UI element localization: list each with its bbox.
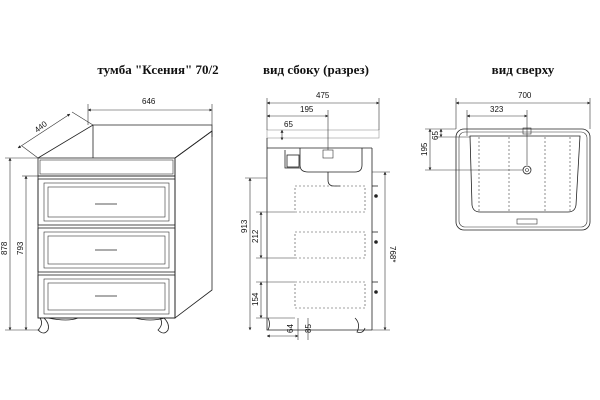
leg-right-front: [157, 317, 169, 334]
dim-front-body-height: 793: [16, 241, 25, 255]
dim-side-913: 913: [240, 219, 249, 233]
dim-top-center: 323: [490, 105, 504, 114]
front-view-drawing: 440 646 878 793: [0, 97, 213, 334]
front-view-title: тумба "Ксения" 70/2: [97, 62, 219, 77]
side-drawer-1: [294, 185, 366, 213]
dim-top-width: 700: [518, 91, 532, 100]
dim-top-65: 65: [431, 131, 440, 140]
top-view-title: вид сверху: [491, 62, 555, 77]
top-view-drawing: 700 323 195 65: [420, 91, 591, 231]
dim-side-195: 195: [300, 105, 314, 114]
dim-side-212: 212: [251, 229, 260, 243]
drawer-bottom: [37, 274, 176, 319]
side-view-title: вид сбоку (разрез): [263, 62, 369, 77]
dim-front-depth: 440: [33, 119, 49, 135]
drawer-top: [37, 178, 176, 226]
dim-side-depth: 475: [316, 91, 330, 100]
side-drawer-2: [294, 231, 366, 259]
dim-side-85: 85: [304, 324, 313, 333]
dim-side-154: 154: [251, 292, 260, 306]
dim-top-195: 195: [420, 142, 429, 156]
drawer-middle: [37, 227, 176, 273]
side-view-drawing: 475 195 65 913 212 154 64 85 768*: [240, 91, 397, 340]
dim-front-width: 646: [142, 97, 156, 106]
dim-side-768: 768*: [388, 246, 397, 262]
dim-side-65: 65: [284, 120, 293, 129]
leg-left-front: [37, 317, 49, 334]
side-drawer-3: [294, 281, 366, 309]
dim-front-total-height: 878: [0, 241, 9, 255]
dim-side-64: 64: [286, 324, 295, 333]
